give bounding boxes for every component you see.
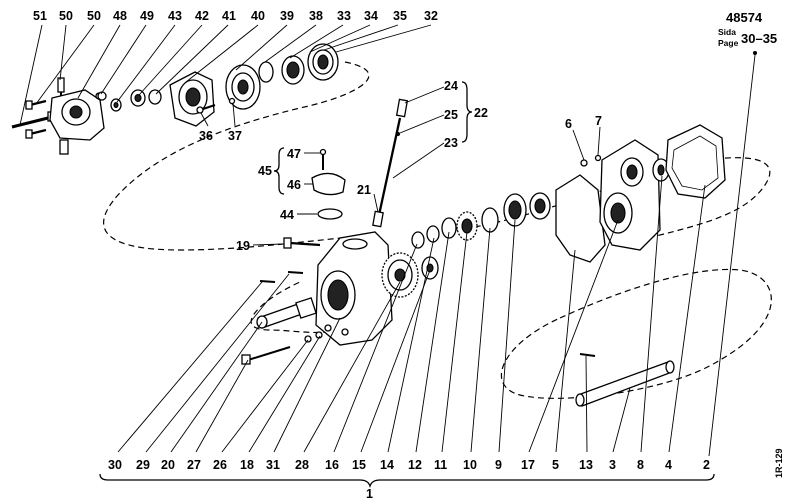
part-label: 35 [393,9,407,23]
part-label: 41 [222,9,236,23]
part-label: 40 [251,9,265,23]
part-label: 38 [309,9,323,23]
part-label: 3 [609,458,616,472]
part-label: 18 [240,458,254,472]
part-label: 47 [287,147,301,161]
assembly-dashed-path [103,61,772,399]
part-label: 37 [228,129,242,143]
part-label: 16 [325,458,339,472]
part-label: 36 [199,129,213,143]
part-label: 32 [424,9,438,23]
group-label-45: 45 [258,164,272,178]
part-label: 46 [287,178,301,192]
part-label: 49 [140,9,154,23]
assembly-label: 1 [366,487,373,499]
drawing-code: 1R-129 [774,448,784,478]
sida-label: Sida [718,27,736,37]
part-label: 43 [168,9,182,23]
part-label: 14 [380,458,394,472]
doc-number: 48574 [726,10,763,25]
part-label: 13 [579,458,593,472]
part-label: 4 [665,458,672,472]
part-label: 20 [161,458,175,472]
group-braces: 22 45 [258,81,488,195]
part-label: 25 [444,108,458,122]
part-label: 10 [463,458,477,472]
part-label: 28 [295,458,309,472]
part-label: 50 [59,9,73,23]
part-label: 19 [236,239,250,253]
part-label: 44 [280,208,294,222]
part-label: 42 [195,9,209,23]
part-label: 9 [495,458,502,472]
parts-top-left [11,43,339,155]
output-shaft [575,353,675,407]
shift-rod-assembly [372,98,409,228]
part-label: 11 [434,458,447,472]
part-label: 34 [364,9,378,23]
bottom-part-labels: 30 29 20 27 26 18 31 28 16 15 14 12 11 1… [108,458,710,472]
group-label-22: 22 [474,106,488,120]
part-label: 27 [187,458,201,472]
leader-lines [19,24,756,457]
part-label: 39 [280,9,294,23]
page-range: 30–35 [741,31,777,46]
part-label: 17 [521,458,535,472]
part-label: 2 [703,458,710,472]
top-part-labels: 51 50 50 48 49 43 42 41 40 39 38 33 34 3… [33,9,438,23]
part-label: 12 [408,458,422,472]
page-label: Page [718,38,739,48]
gear-train [381,192,551,298]
part-label: 7 [595,114,602,128]
part-label: 8 [637,458,644,472]
part-label: 23 [444,136,458,150]
part-label: 29 [136,458,150,472]
part-label: 6 [565,117,572,131]
part-label: 24 [444,79,458,93]
part-label: 33 [337,9,351,23]
part-label: 26 [213,458,227,472]
part-label: 50 [87,9,101,23]
part-label: 21 [357,183,371,197]
page-reference-block: 48574 Sida Page 30–35 [718,10,777,55]
part-label: 48 [113,9,127,23]
part-label: 30 [108,458,122,472]
gearbox-housing [283,231,393,346]
part-label: 51 [33,9,47,23]
rear-cover-group [555,124,726,263]
part-label: 5 [552,458,559,472]
part-label: 15 [352,458,366,472]
inline-part-labels: 36 37 24 25 23 21 47 46 44 19 6 7 [199,79,602,253]
part-label: 31 [266,458,280,472]
cap-assembly [311,148,346,220]
assembly-brace: 1 [99,473,715,499]
